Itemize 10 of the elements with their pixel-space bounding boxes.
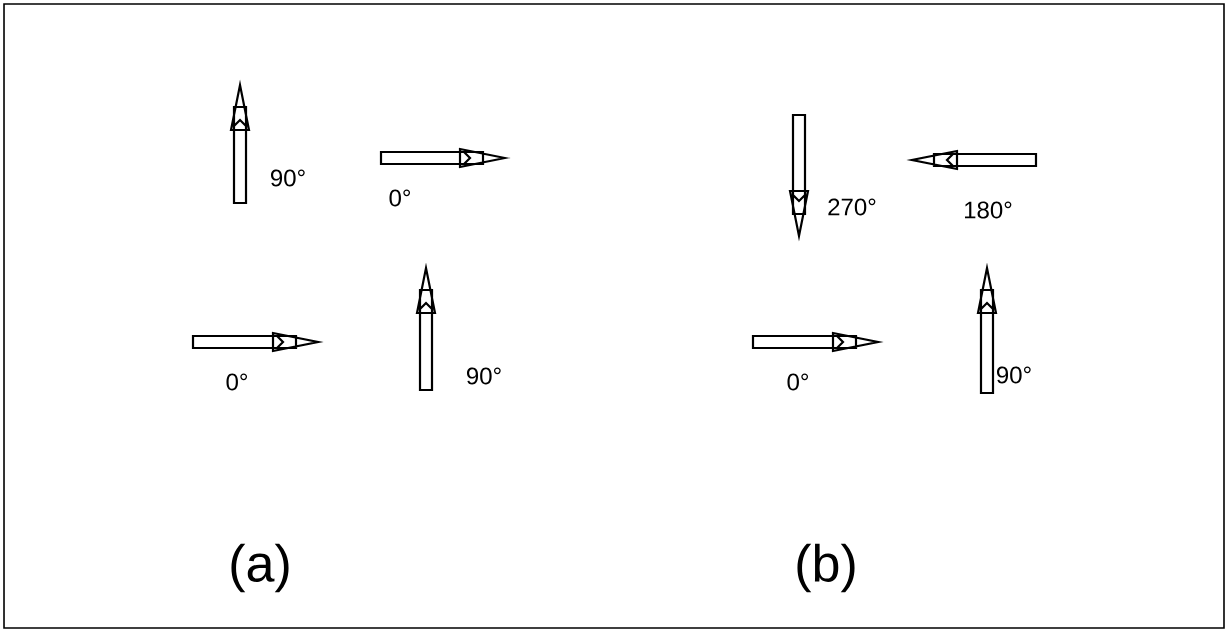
angle-label: 90° [997,366,1031,384]
angle-label: 0° [787,373,809,391]
angle-label: 0° [226,373,248,391]
panel-label: (b) [797,543,855,593]
angle-label: 180° [965,201,1012,219]
angle-label: 90° [271,169,305,187]
angle-label: 0° [389,189,411,207]
angle-label: 90° [467,367,501,385]
angle-label: 270° [828,198,876,216]
panel-label: (a) [231,543,289,593]
